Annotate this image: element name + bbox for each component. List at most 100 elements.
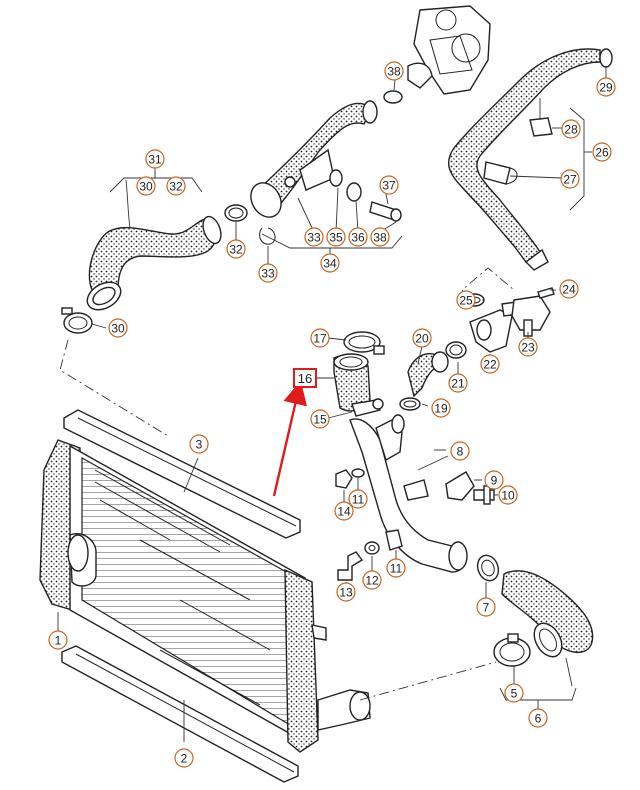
callout-c36[interactable]: 36	[348, 227, 368, 247]
callout-c15[interactable]: 15	[310, 409, 330, 429]
callout-c3[interactable]: 3	[189, 434, 209, 454]
callout-c20[interactable]: 20	[412, 328, 432, 348]
callout-circle	[304, 227, 324, 247]
clip-27	[483, 161, 518, 185]
callout-number: 12	[365, 574, 379, 588]
charge-air-pipe-upper	[250, 100, 378, 218]
callout-circle	[528, 708, 548, 728]
washer-12	[364, 541, 380, 555]
callout-number: 34	[323, 257, 337, 271]
callout-c13[interactable]: 13	[336, 582, 356, 602]
callout-c12[interactable]: 12	[362, 570, 382, 590]
callout-c31[interactable]: 31	[145, 149, 165, 169]
callout-c25[interactable]: 25	[456, 290, 476, 310]
callout-c24[interactable]: 24	[559, 279, 579, 299]
callout-c19[interactable]: 19	[431, 398, 451, 418]
air-guide-lower	[61, 645, 299, 783]
callout-c22[interactable]: 22	[480, 354, 500, 374]
ring-33	[259, 227, 276, 245]
sensor-15	[351, 398, 384, 417]
callout-number: 26	[595, 146, 609, 160]
callout-number: 3	[196, 438, 203, 452]
callout-c23[interactable]: 23	[518, 337, 538, 357]
callout-circle	[166, 176, 186, 196]
callout-circle	[348, 227, 368, 247]
callout-c5[interactable]: 5	[504, 683, 524, 703]
callout-number: 10	[501, 489, 515, 503]
callout-circle	[145, 149, 165, 169]
clamp-19	[399, 397, 421, 411]
callout-number: 35	[329, 231, 343, 245]
callout-number: 32	[229, 243, 243, 257]
callout-c34[interactable]: 34	[320, 253, 340, 273]
callout-c27[interactable]: 27	[560, 169, 580, 189]
callout-number: 24	[562, 283, 576, 297]
callout-circle	[336, 582, 356, 602]
callout-number: 22	[483, 358, 497, 372]
callout-c1[interactable]: 1	[48, 630, 68, 650]
clamp-21	[445, 341, 467, 359]
callout-number: 11	[352, 493, 365, 507]
callout-circle	[456, 290, 476, 310]
callout-c32b[interactable]: 32	[226, 239, 246, 259]
hose-clamp-17	[343, 331, 385, 355]
callout-c28[interactable]: 28	[561, 119, 581, 139]
callout-c11b[interactable]: 11	[386, 558, 406, 578]
callout-circle	[450, 441, 470, 461]
callout-number: 25	[459, 294, 473, 308]
part-callouts: 1235678910111112131415171920212223242526…	[48, 61, 616, 768]
charge-air-pipe-8	[349, 414, 468, 573]
callout-c26[interactable]: 26	[592, 142, 612, 162]
callout-c33a[interactable]: 33	[304, 227, 324, 247]
callout-number: 36	[351, 231, 365, 245]
callout-circle	[561, 119, 581, 139]
callout-c2[interactable]: 2	[174, 748, 194, 768]
callout-circle	[362, 570, 382, 590]
callout-number: 6	[535, 712, 542, 726]
callout-circle	[310, 328, 330, 348]
callout-c37[interactable]: 37	[379, 175, 399, 195]
callout-c11a[interactable]: 11	[348, 489, 368, 509]
callout-c17[interactable]: 17	[310, 328, 330, 348]
callout-c14[interactable]: 14	[334, 501, 354, 521]
clamp-28	[529, 117, 553, 137]
callout-number: 28	[564, 123, 578, 137]
callout-number: 31	[148, 153, 162, 167]
callout-c10[interactable]: 10	[498, 485, 518, 505]
callout-number: 38	[373, 231, 387, 245]
hose-clamp-7	[476, 554, 500, 582]
callout-number: 20	[415, 332, 429, 346]
callout-c35[interactable]: 35	[326, 227, 346, 247]
callout-circle	[386, 558, 406, 578]
callout-c33b[interactable]: 33	[258, 263, 278, 283]
callout-c6[interactable]: 6	[528, 708, 548, 728]
callout-number: 8	[457, 445, 464, 459]
callout-number: 11	[390, 562, 403, 576]
callout-circle	[310, 409, 330, 429]
air-guide-upper	[63, 409, 301, 539]
charge-air-hose-6	[501, 570, 594, 658]
callout-c9[interactable]: 9	[484, 470, 504, 490]
callout-c7[interactable]: 7	[476, 597, 496, 617]
callout-number: 17	[313, 332, 327, 346]
highlighted-part-label: 16	[298, 371, 312, 386]
highlight-arrow	[272, 380, 307, 497]
callout-c8[interactable]: 8	[450, 441, 470, 461]
leader-lines	[57, 66, 607, 742]
callout-c29[interactable]: 29	[596, 77, 616, 97]
callout-c21[interactable]: 21	[448, 373, 468, 393]
callout-number: 27	[563, 173, 577, 187]
sensor-parts-35-36-38	[329, 169, 402, 222]
washer-11	[351, 468, 365, 478]
callout-c32a[interactable]: 32	[166, 176, 186, 196]
callout-circle	[504, 683, 524, 703]
callout-c38b[interactable]: 38	[384, 61, 404, 81]
callout-c30a[interactable]: 30	[136, 176, 156, 196]
highlighted-part-callout[interactable]: 16	[293, 368, 317, 388]
callout-number: 37	[382, 179, 396, 193]
callout-circle	[518, 337, 538, 357]
callout-circle	[431, 398, 451, 418]
callout-c30b[interactable]: 30	[108, 318, 128, 338]
callout-c38a[interactable]: 38	[370, 227, 390, 247]
